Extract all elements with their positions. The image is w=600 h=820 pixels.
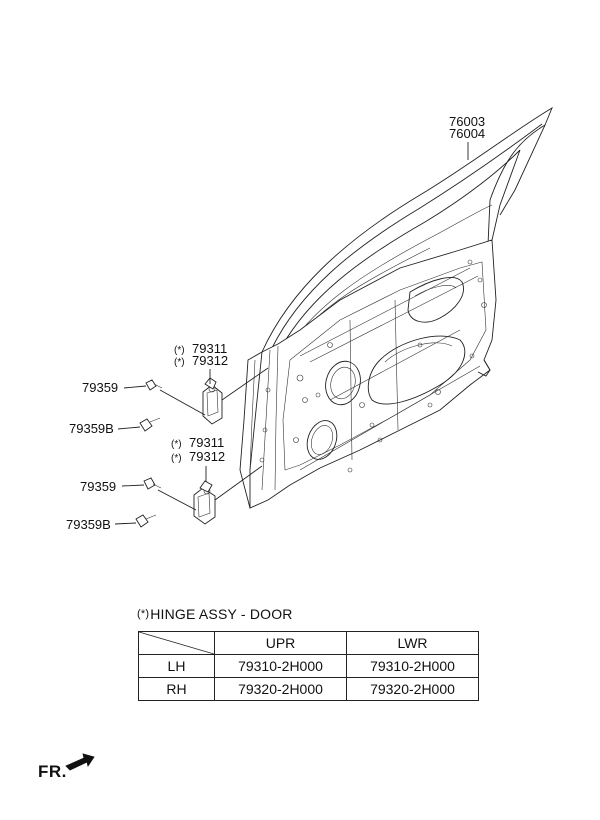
column-header-upr: UPR — [214, 631, 347, 655]
lower-hinge — [193, 480, 216, 525]
lower-hinge-mark-b: (*) — [171, 453, 182, 464]
lower-bolt-part-a: 79359 — [80, 479, 116, 494]
table-corner-cell — [138, 631, 215, 655]
cell-rh-upr: 79320-2H000 — [214, 677, 347, 701]
upper-hinge-guide — [221, 367, 269, 401]
hinge-part-table: UPR LWR LH 79310-2H000 79310-2H000 RH 79… — [138, 631, 479, 701]
cell-rh-lwr: 79320-2H000 — [346, 677, 479, 701]
lower-bolt-79359b — [135, 514, 157, 528]
lower-hinge-mark-a: (*) — [171, 439, 182, 450]
table-header-row: UPR LWR — [138, 631, 479, 655]
table-row: RH 79320-2H000 79320-2H000 — [138, 677, 479, 701]
lower-hinge-part-b: 79312 — [189, 449, 225, 464]
row-label-lh: LH — [138, 654, 215, 678]
table-row: LH 79310-2H000 79310-2H000 — [138, 654, 479, 678]
cell-lh-upr: 79310-2H000 — [214, 654, 347, 678]
upper-bolt-79359 — [145, 379, 163, 391]
door-part-number-upper: 76003 — [449, 114, 485, 129]
upper-bolt-guide — [159, 389, 206, 416]
lower-bolt-79359 — [143, 477, 162, 490]
front-direction-arrow-icon — [65, 753, 95, 771]
upper-bolt-part-b: 79359B — [69, 421, 114, 436]
upper-hinge-part-b: 79312 — [192, 353, 228, 368]
lower-hinge-part-a: 79311 — [189, 435, 224, 450]
front-direction-label: FR. — [38, 762, 67, 781]
lower-bolt-part-b: 79359B — [66, 517, 111, 532]
row-label-rh: RH — [138, 677, 215, 701]
upper-hinge-mark-b: (*) — [174, 357, 185, 368]
upper-bolt-79359b — [139, 417, 161, 432]
corner-diagonal — [139, 632, 214, 654]
upper-hinge — [202, 377, 223, 425]
upper-bolt-part-a: 79359 — [82, 380, 118, 395]
upper-hinge-mark-a: (*) — [174, 345, 185, 356]
upper-hinge-part-a: 79311 — [192, 341, 227, 356]
hinge-caption-mark: (*) — [137, 608, 150, 620]
hinge-table-caption: (*)HINGE ASSY - DOOR — [137, 606, 293, 622]
column-header-lwr: LWR — [346, 631, 479, 655]
cell-lh-lwr: 79310-2H000 — [346, 654, 479, 678]
front-door-panel — [239, 106, 553, 509]
door-part-number-lower: 76004 — [449, 126, 485, 141]
lower-bolt-guide — [157, 489, 197, 511]
hinge-caption-text: HINGE ASSY - DOOR — [150, 606, 293, 622]
lower-hinge-guide — [214, 465, 263, 501]
